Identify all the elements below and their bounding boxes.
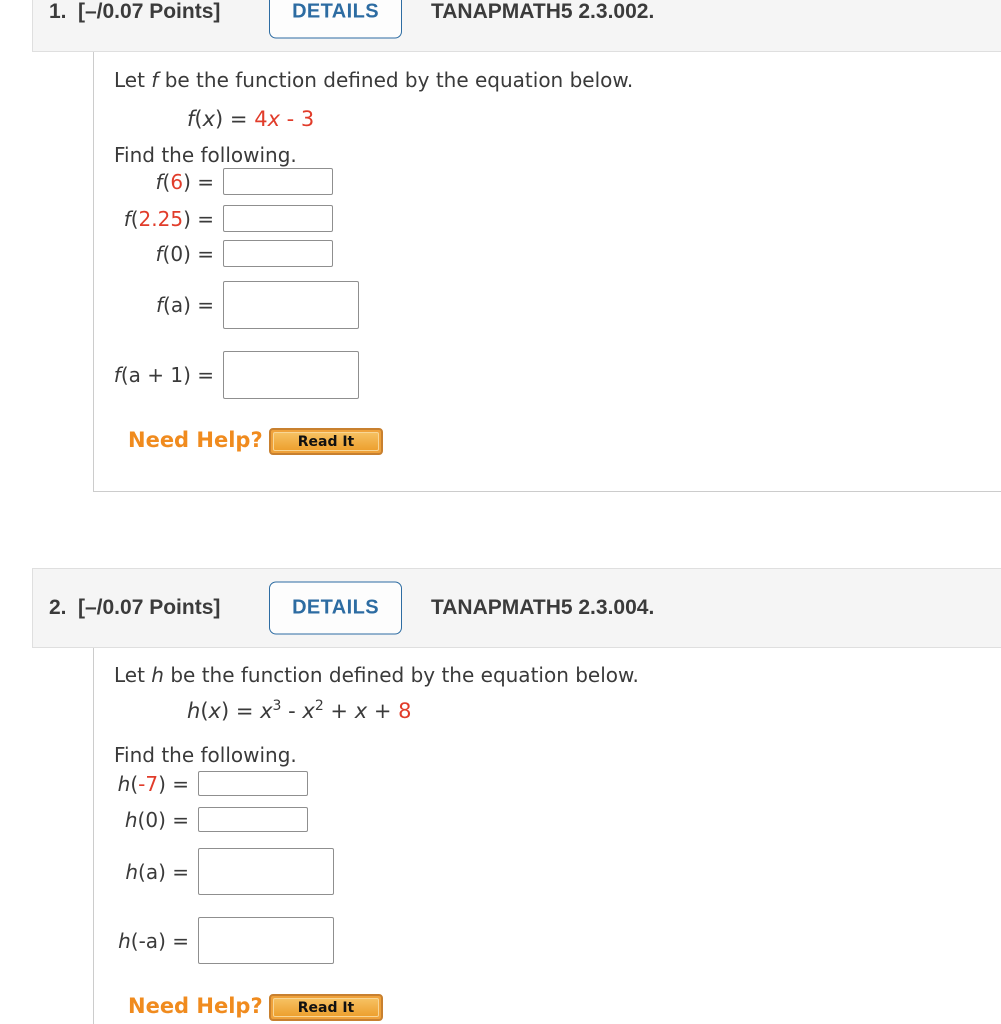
equation: f(x) = 4x - 3 [187, 107, 315, 131]
answer-input[interactable] [198, 917, 334, 964]
need-help-section: Need Help? Read It [94, 428, 1001, 458]
read-it-button[interactable]: Read It [269, 428, 383, 455]
answer-input[interactable] [223, 168, 333, 195]
answer-row: h(a) = [94, 848, 334, 895]
details-button[interactable]: DETAILS [269, 581, 402, 635]
find-the-following-label: Find the following. [114, 143, 297, 167]
answer-label: f(2.25) = [123, 206, 214, 231]
answer-row: f(0) = [94, 240, 333, 267]
question-2-header: 2. [–/0.07 Points] DETAILS TANAPMATH5 2.… [32, 568, 1001, 648]
read-it-button-label: Read It [273, 432, 379, 451]
answer-input[interactable] [198, 771, 308, 796]
answer-label: f(a + 1) = [113, 363, 214, 387]
need-help-section: Need Help? Read It [94, 994, 1001, 1024]
answer-label: f(0) = [155, 241, 214, 266]
answer-row: f(a + 1) = [94, 351, 359, 399]
answer-label: h(0) = [124, 807, 189, 832]
problem-intro: Let h be the function defined by the equ… [114, 663, 639, 687]
answer-input[interactable] [223, 281, 359, 329]
answer-row: f(a) = [94, 281, 359, 329]
question-number: 2. [49, 596, 67, 619]
answer-label: h(a) = [125, 859, 189, 884]
question-title: TANAPMATH5 2.3.002. [431, 0, 655, 23]
answer-row: h(-a) = [94, 917, 334, 964]
answer-input[interactable] [223, 351, 359, 399]
details-button[interactable]: DETAILS [269, 0, 402, 39]
answer-label: h(-7) = [117, 771, 189, 796]
need-help-label: Need Help? [128, 994, 263, 1018]
need-help-label: Need Help? [128, 428, 263, 452]
answer-input[interactable] [198, 807, 308, 832]
answer-label: f(6) = [155, 169, 214, 194]
read-it-button-label: Read It [273, 998, 379, 1017]
question-number: 1. [49, 0, 67, 23]
answer-label: h(-a) = [118, 928, 189, 953]
question-1-header: 1. [–/0.07 Points] DETAILS TANAPMATH5 2.… [32, 0, 1001, 52]
find-the-following-label: Find the following. [114, 743, 297, 767]
answer-row: f(6) = [94, 168, 333, 195]
answer-input[interactable] [223, 205, 333, 232]
answer-row: h(0) = [94, 807, 308, 832]
answer-input[interactable] [223, 240, 333, 267]
question-1-body: Let f be the function defined by the equ… [93, 52, 1001, 492]
answer-row: f(2.25) = [94, 205, 333, 232]
equation: h(x) = x3 - x2 + x + 8 [187, 698, 412, 723]
question-points: [–/0.07 Points] [78, 0, 221, 23]
question-points: [–/0.07 Points] [78, 596, 221, 619]
answer-input[interactable] [198, 848, 334, 895]
question-2-body: Let h be the function defined by the equ… [93, 648, 1001, 1024]
problem-intro: Let f be the function defined by the equ… [114, 68, 634, 92]
read-it-button[interactable]: Read It [269, 994, 383, 1021]
answer-row: h(-7) = [94, 771, 308, 796]
answer-label: f(a) = [155, 293, 214, 317]
question-title: TANAPMATH5 2.3.004. [431, 596, 655, 619]
